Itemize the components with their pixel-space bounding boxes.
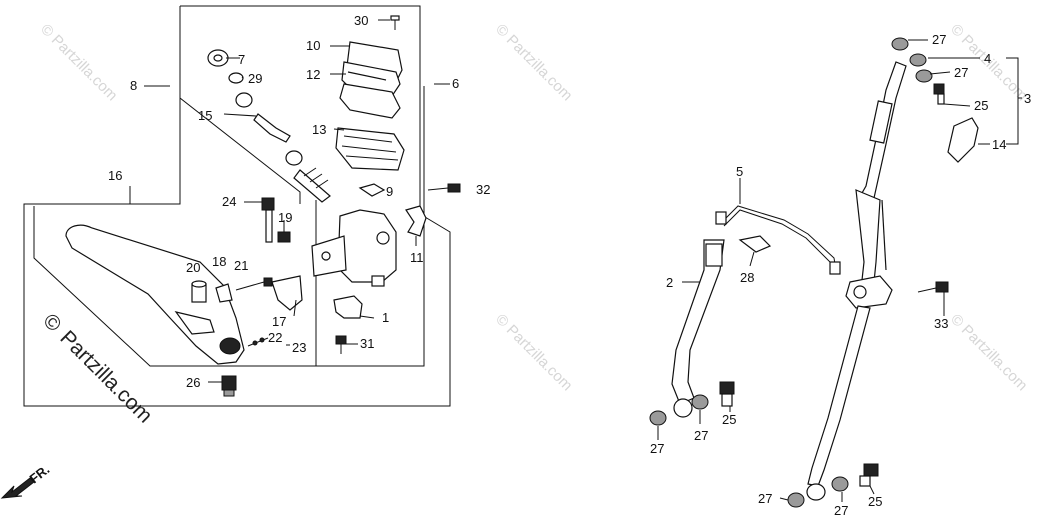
callout-15: 15 <box>198 108 212 123</box>
callout-3: 3 <box>1024 91 1031 106</box>
diaphragm <box>339 83 401 119</box>
brake-lever <box>65 224 245 365</box>
callout-30: 30 <box>354 13 368 28</box>
washers <box>649 37 933 508</box>
callout-21: 21 <box>234 258 248 273</box>
callout-25: 25 <box>974 98 988 113</box>
hose-clamp <box>738 235 772 253</box>
callout-8: 8 <box>130 78 137 93</box>
callout-11: 11 <box>410 250 424 265</box>
callout-16: 16 <box>108 168 122 183</box>
brake-pipe <box>715 205 841 275</box>
assembly-frame <box>23 5 451 407</box>
callout-25: 25 <box>722 412 736 427</box>
callout-4: 4 <box>984 51 991 66</box>
bleeder-cap <box>947 117 979 163</box>
callout-26: 26 <box>186 375 200 390</box>
callout-27: 27 <box>834 503 848 518</box>
reservoir-frame <box>316 86 425 367</box>
reservoir-boot <box>335 127 405 171</box>
clip <box>358 183 386 197</box>
piston-kit <box>207 49 331 203</box>
callout-31: 31 <box>360 336 374 351</box>
callout-9: 9 <box>386 184 393 199</box>
subassembly-frame <box>179 10 301 204</box>
watermark: © Partzilla.com <box>492 21 575 104</box>
leader-lines <box>129 19 1022 502</box>
callout-1: 1 <box>382 310 389 325</box>
callout-12: 12 <box>306 67 320 82</box>
callout-6: 6 <box>452 76 459 91</box>
screw <box>390 15 400 30</box>
callout-23: 23 <box>292 340 306 355</box>
callout-33: 33 <box>934 316 948 331</box>
callout-27: 27 <box>758 491 772 506</box>
callout-7: 7 <box>238 52 245 67</box>
callout-19: 19 <box>278 210 292 225</box>
partzilla-watermark: © Partzilla.com <box>38 309 156 427</box>
callout-24: 24 <box>222 194 236 209</box>
callout-14: 14 <box>992 137 1006 152</box>
brake-hose-lower-left <box>671 239 725 418</box>
lever-pivot-parts <box>191 275 303 347</box>
brake-switch <box>333 295 363 319</box>
callout-32: 32 <box>476 182 490 197</box>
callout-5: 5 <box>736 164 743 179</box>
callout-2: 2 <box>666 275 673 290</box>
callout-28: 28 <box>740 270 754 285</box>
callout-17: 17 <box>272 314 286 329</box>
partzilla-watermark-text: Partzilla.com <box>55 326 156 427</box>
callout-20: 20 <box>186 260 200 275</box>
callout-27: 27 <box>694 428 708 443</box>
watermark: © Partzilla.com <box>37 21 120 104</box>
master-cylinder-body <box>311 209 397 287</box>
copyright-symbol: © <box>38 309 66 337</box>
handlebar-holder <box>405 205 427 237</box>
callout-22: 22 <box>268 330 282 345</box>
watermark: © Partzilla.com <box>492 311 575 394</box>
callout-27: 27 <box>650 441 664 456</box>
callout-10: 10 <box>306 38 320 53</box>
bolt <box>221 375 237 397</box>
front-arrow-icon: FR. <box>0 462 52 499</box>
brake-hose-upper <box>855 61 907 283</box>
bolt <box>427 183 461 193</box>
callout-25: 25 <box>868 494 882 509</box>
hose-joint <box>845 275 893 309</box>
callout-13: 13 <box>312 122 326 137</box>
screw <box>335 335 347 354</box>
callout-labels: 7 29 15 8 30 10 12 13 9 6 32 11 16 24 19… <box>108 13 1031 518</box>
watermark-layer: © Partzilla.com © Partzilla.com © Partzi… <box>37 21 1030 394</box>
callout-27: 27 <box>954 65 968 80</box>
lever-frame <box>33 200 317 367</box>
callout-18: 18 <box>212 254 226 269</box>
callout-29: 29 <box>248 71 262 86</box>
brake-hose-lower-right <box>806 305 871 501</box>
bolts <box>719 83 949 487</box>
watermark: © Partzilla.com <box>947 311 1030 394</box>
callout-27: 27 <box>932 32 946 47</box>
